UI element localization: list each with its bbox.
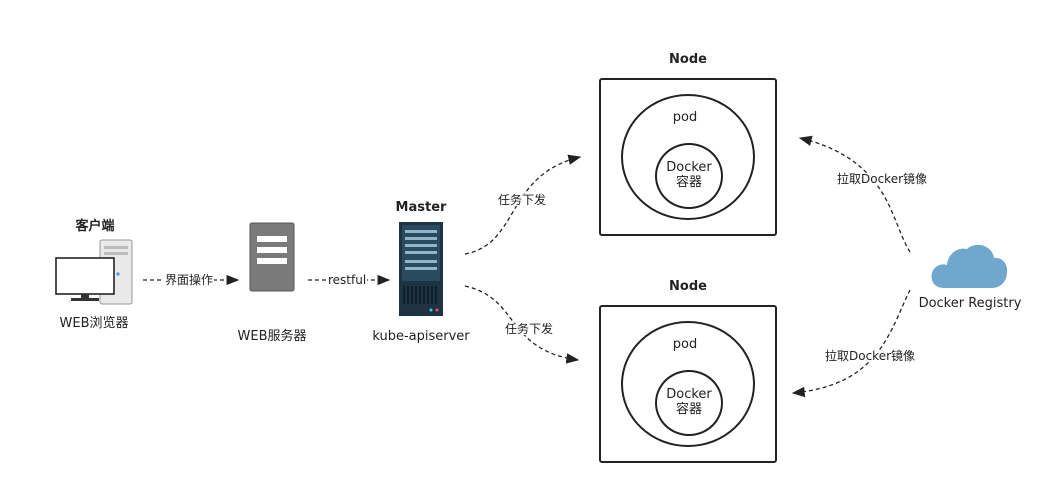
web-server-name: WEB服务器 — [237, 329, 307, 344]
node-top-box: pod Docker 容器 — [599, 78, 777, 236]
client-group-label: 客户端 — [75, 219, 115, 234]
node-top-container-label: Docker 容器 — [666, 160, 712, 190]
node-bottom-box: pod Docker 容器 — [599, 305, 777, 463]
edge-registry-to-node-bottom — [791, 289, 911, 398]
node-bottom-title: Node — [669, 279, 707, 294]
node-top-container-line2: 容器 — [675, 175, 702, 190]
edge-label-web-to-master: restful — [327, 273, 368, 287]
master-server-icon — [399, 222, 443, 316]
node-top-pod-label: pod — [672, 110, 698, 125]
master-name: kube-apiserver — [372, 329, 470, 344]
edge-label-client-to-web: 界面操作 — [164, 273, 215, 287]
edge-label-master-to-node-bottom: 任务下发 — [504, 322, 555, 336]
node-top-container-circle — [655, 143, 723, 209]
node-bottom-pod-circle — [621, 321, 755, 447]
master-title: Master — [395, 200, 447, 215]
edge-label-pull-top: 拉取Docker镜像 — [836, 172, 929, 186]
node-bottom-container-label: Docker 容器 — [666, 387, 712, 417]
edge-label-master-to-node-top: 任务下发 — [497, 193, 548, 207]
node-top-pod-circle — [621, 94, 755, 220]
edge-label-pull-bottom: 拉取Docker镜像 — [824, 349, 917, 363]
node-bottom-pod-label: pod — [672, 337, 698, 352]
cloud-icon — [931, 244, 1008, 288]
edge-master-to-node-top — [464, 154, 582, 255]
node-bottom-container-circle — [655, 370, 723, 436]
web-server-icon — [249, 222, 295, 292]
client-name: WEB浏览器 — [59, 316, 129, 331]
node-bottom-container-line2: 容器 — [675, 402, 702, 417]
node-top-container-line1: Docker — [666, 160, 712, 175]
registry-name: Docker Registry — [918, 296, 1022, 311]
desktop-computer-icon — [55, 239, 133, 305]
node-bottom-container-line1: Docker — [666, 387, 712, 402]
edge-registry-to-node-top — [798, 135, 911, 253]
node-top-title: Node — [669, 52, 707, 67]
